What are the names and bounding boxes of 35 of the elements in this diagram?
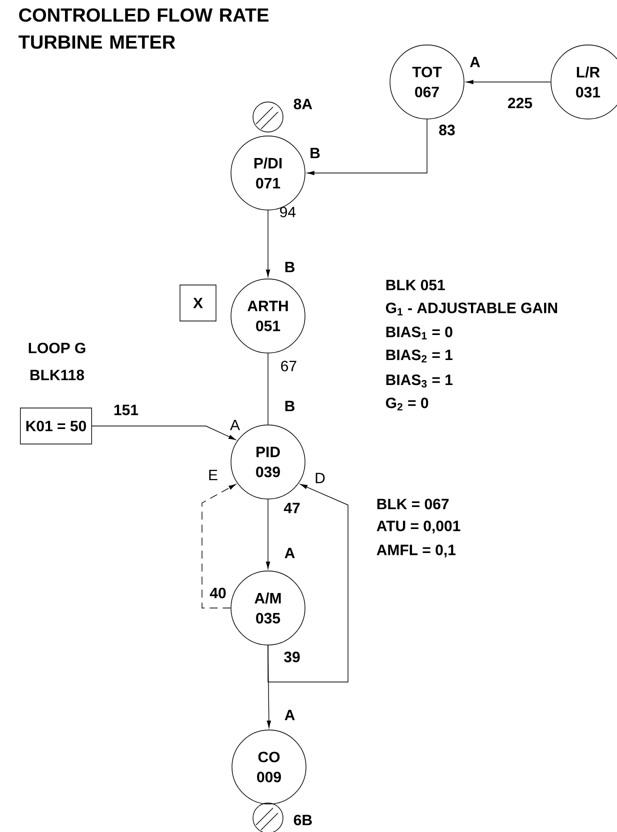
pin-label: A	[470, 56, 480, 68]
parameter-note: G$_{1}$ - ADJUSTABLE GAIN	[386, 302, 558, 316]
pin-label: B	[285, 400, 294, 412]
parameter-note: G$_{2}$ = 0	[386, 398, 428, 410]
hatched-circle-symbol	[252, 102, 284, 132]
signal-line	[202, 484, 236, 608]
signal-line	[268, 484, 348, 682]
parameter-note: AMFL = 0,1	[376, 544, 456, 558]
pin-label: 151	[114, 404, 138, 416]
signal-line	[307, 119, 428, 176]
signal-line	[466, 80, 551, 84]
parameter-note: BIAS$_{1}$ = 0	[386, 326, 452, 340]
symbol-label: 8A	[294, 98, 312, 110]
loop-note: LOOP G	[28, 342, 86, 354]
pin-label: 225	[508, 98, 532, 108]
parameter-note: BLK 051	[386, 280, 445, 290]
loop-note: BLK118	[30, 370, 84, 380]
block-box: K01 = 50	[20, 408, 92, 444]
title: CONTROLLED FLOW RATE TURBINE METER	[18, 8, 268, 49]
symbol-label: 6B	[294, 814, 312, 826]
pin-label: E	[209, 470, 218, 480]
block-box: X	[180, 284, 216, 322]
parameter-note: BIAS$_{3}$ = 1	[386, 374, 453, 388]
parameter-note: ATU = 0,001	[376, 520, 460, 534]
pin-label: D	[316, 472, 325, 484]
signal-line	[266, 210, 270, 277]
hatched-circle-symbol	[252, 802, 284, 832]
pin-label: B	[310, 148, 320, 158]
pin-label: 83	[439, 124, 455, 136]
signal-line	[266, 499, 270, 569]
pin-label: 40	[210, 588, 226, 598]
parameter-note: BLK = 067	[377, 498, 449, 510]
pin-label: 67	[281, 360, 296, 372]
signal-line	[92, 426, 236, 440]
parameter-note: BIAS$_{2}$ = 1	[386, 350, 453, 362]
